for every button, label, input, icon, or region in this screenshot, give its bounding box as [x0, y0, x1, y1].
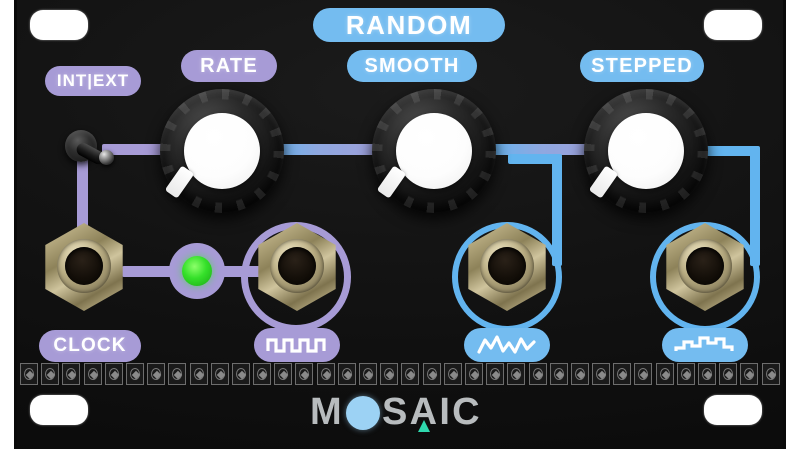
stepped-output-jack[interactable] [660, 223, 750, 311]
pcb-pad [401, 363, 420, 385]
brand-letter-o [345, 395, 380, 430]
pcb-pad [443, 363, 462, 385]
pulse-output-jack[interactable] [252, 223, 342, 311]
pcb-pad [210, 363, 229, 385]
pcb-pad [528, 363, 547, 385]
pcb-pad [337, 363, 356, 385]
clock-jack-hole [65, 247, 103, 285]
stepped-knob[interactable] [584, 89, 708, 213]
mounting-slot-bottom-right [704, 395, 762, 425]
brand-letter-a: A [410, 391, 440, 434]
pcb-pad [316, 363, 335, 385]
pcb-pad [507, 363, 526, 385]
label-smooth-output [464, 328, 550, 362]
pcb-pad [486, 363, 505, 385]
pcb-pad-strip [20, 362, 780, 386]
pcb-pad [655, 363, 674, 385]
pcb-pad [359, 363, 377, 385]
pcb-pad [592, 363, 611, 385]
trace-led-to-pulse [212, 266, 260, 277]
brand-accent-triangle [418, 420, 431, 432]
brand-letter-m: M [310, 391, 344, 433]
stepped-knob-cap [608, 113, 684, 189]
module-title: RANDOM [313, 8, 505, 42]
label-clock: CLOCK [39, 330, 141, 362]
square-wave-icon [266, 335, 328, 355]
smooth-jack-hole [488, 247, 526, 285]
pcb-pad [62, 363, 81, 385]
clock-input-jack[interactable] [39, 223, 129, 311]
pcb-pad [740, 363, 759, 385]
rate-knob[interactable] [160, 89, 284, 213]
trace-clock-to-led [122, 266, 192, 277]
pcb-pad [295, 363, 314, 385]
trace-smooth-knob-elbow-v [552, 158, 562, 266]
pcb-pad [147, 363, 166, 385]
eurorack-module-panel: RANDOM INT|EXT RATE SMOOTH STEPPED [14, 0, 786, 449]
smooth-knob-cap [396, 113, 472, 189]
pulse-jack-hole [278, 247, 316, 285]
label-rate: RATE [181, 50, 277, 82]
mounting-slot-top-left [30, 10, 88, 40]
pcb-pad [380, 363, 399, 385]
label-pulse-output [254, 328, 340, 362]
pcb-pad [104, 363, 123, 385]
brand-letter-i: I [439, 391, 453, 433]
pcb-pad [698, 363, 716, 385]
smooth-knob[interactable] [372, 89, 496, 213]
panel-left-edge [14, 0, 17, 449]
label-stepped: STEPPED [580, 50, 704, 82]
pcb-pad [719, 363, 738, 385]
trace-toggle-to-rate [102, 144, 192, 155]
rate-knob-cap [184, 113, 260, 189]
pcb-pad [253, 363, 272, 385]
trace-stepped-knob-elbow-h [704, 146, 760, 156]
label-stepped-output [662, 328, 748, 362]
pcb-pad [20, 363, 38, 385]
brand-letter-s: S [381, 391, 410, 433]
pcb-pad [549, 363, 568, 385]
pcb-pad [464, 363, 483, 385]
pcb-pad [41, 363, 60, 385]
trace-stepped-knob-elbow-v [750, 150, 760, 266]
pcb-pad [761, 363, 780, 385]
pcb-pad [676, 363, 695, 385]
clock-led [182, 256, 212, 286]
mounting-slot-bottom-left [30, 395, 88, 425]
random-wave-icon [476, 334, 538, 356]
pcb-pad [422, 363, 441, 385]
mounting-slot-top-right [704, 10, 762, 40]
pcb-pad [168, 363, 187, 385]
pcb-pad [231, 363, 250, 385]
brand-logo: M S A I C [310, 391, 482, 434]
stepped-jack-hole [686, 247, 724, 285]
label-smooth: SMOOTH [347, 50, 477, 82]
pcb-pad [613, 363, 632, 385]
stepped-wave-icon [674, 334, 736, 356]
trace-toggle-down [77, 152, 88, 247]
pcb-pad [189, 363, 208, 385]
pcb-pad [634, 363, 653, 385]
panel-right-edge [783, 0, 786, 449]
pcb-pad [83, 363, 102, 385]
trace-smooth-to-stepped [484, 144, 634, 155]
trace-rate-to-smooth [262, 144, 410, 155]
pcb-pad [125, 363, 144, 385]
pcb-pad [274, 363, 293, 385]
brand-letter-c: C [452, 391, 482, 433]
int-ext-toggle[interactable] [63, 128, 114, 168]
pcb-pad [570, 363, 589, 385]
label-int-ext: INT|EXT [45, 66, 141, 96]
toggle-tip [99, 150, 114, 165]
trace-smooth-knob-elbow-h [508, 154, 562, 164]
smooth-output-jack[interactable] [462, 223, 552, 311]
